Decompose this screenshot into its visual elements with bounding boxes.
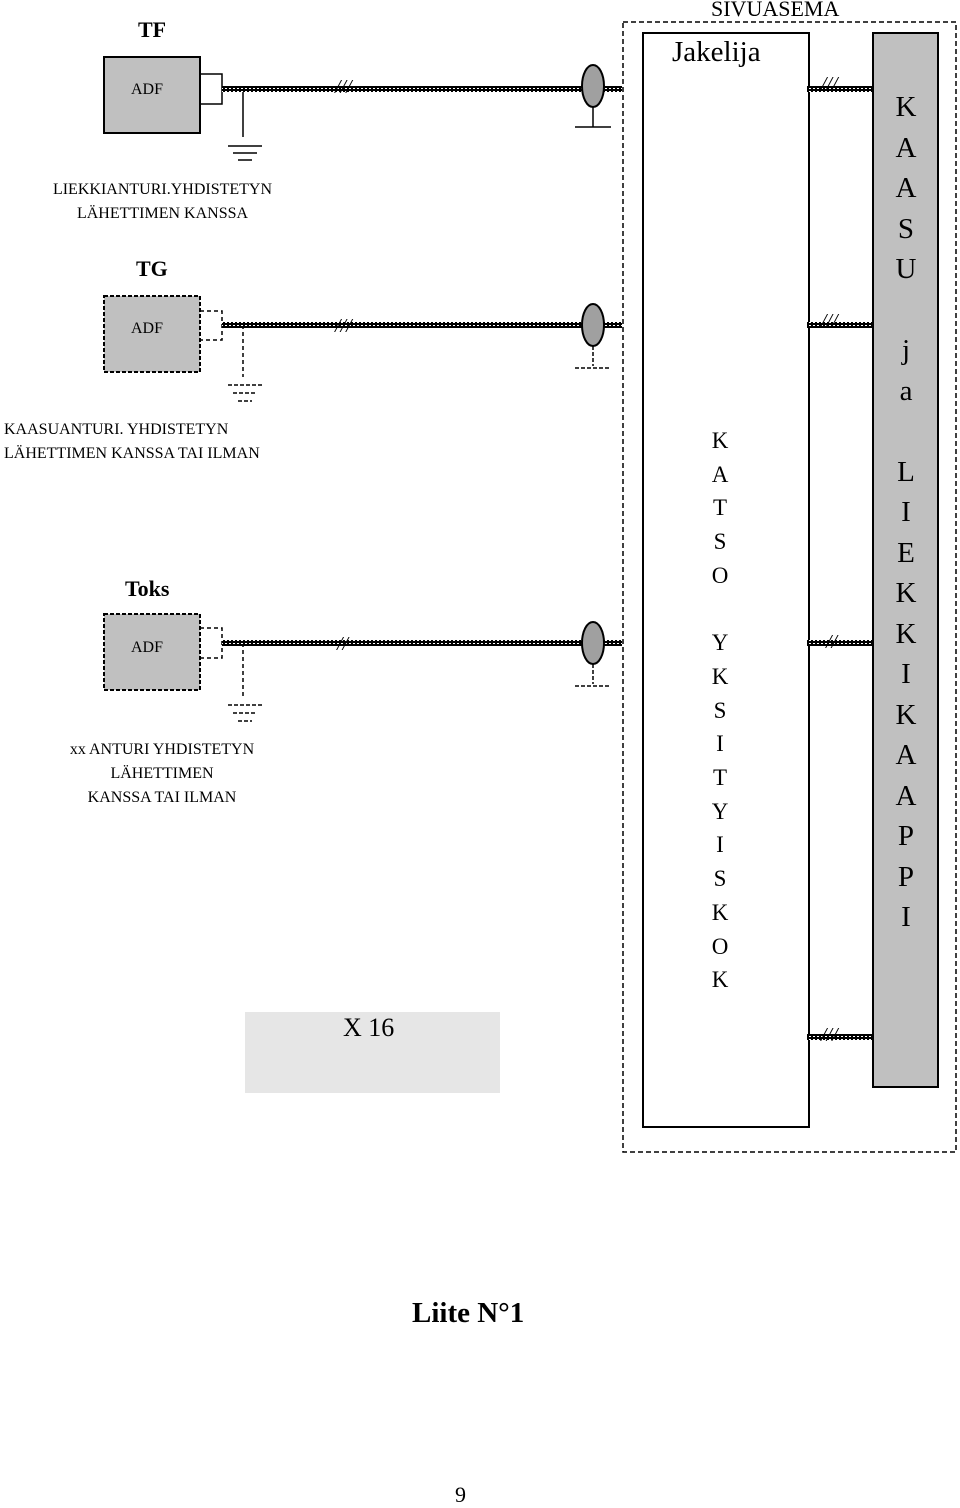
sensor-title: Toks — [125, 576, 170, 601]
cable-mark: // — [337, 633, 349, 655]
sensor-title: TG — [136, 256, 168, 281]
adf-label: ADF — [131, 320, 164, 337]
sensor-caption: LIEKKIANTURI.YHDISTETYN LÄHETTIMEN KANSS… — [52, 181, 273, 222]
ground-icon — [228, 704, 262, 722]
multiplier-box — [245, 1012, 500, 1093]
signal-cable — [222, 322, 622, 328]
control-panel — [872, 32, 939, 1088]
adf-label: ADF — [131, 639, 164, 656]
signal-cable — [222, 86, 622, 92]
sensor-tg — [103, 295, 622, 402]
distributor-box — [642, 32, 810, 1128]
sensor-caption: xx ANTURI YHDISTETYN LÄHETTIMEN KANSSA T… — [69, 741, 255, 806]
signal-cable — [222, 640, 622, 646]
distributor-vertical-text: K A T S O Y K S I T Y I S K O K — [711, 428, 729, 993]
panel-vertical-text: K A A S U j a L I E K K I K A A P P I — [895, 91, 917, 933]
adf-box — [103, 56, 201, 134]
cable-shield-icon — [575, 303, 611, 369]
ground-icon — [228, 145, 262, 161]
panel-cable — [807, 640, 873, 646]
adf-box — [103, 295, 201, 373]
panel-cable-mark: /// — [821, 73, 838, 95]
multiplier-label: X 16 — [343, 1013, 395, 1042]
cable-shield-icon — [575, 64, 611, 128]
panel-cable — [807, 1034, 873, 1040]
panel-cable — [807, 322, 873, 328]
station-title: SIVUASEMA — [711, 0, 840, 21]
connector-icon — [200, 310, 223, 341]
sensor-caption: KAASUANTURI. YHDISTETYN LÄHETTIMEN KANSS… — [4, 421, 260, 462]
panel-cable-mark: /// — [821, 1024, 838, 1046]
distributor-title: Jakelija — [672, 36, 761, 68]
cable-mark: /// — [335, 76, 352, 98]
adf-box — [103, 613, 201, 691]
cable-shield-icon — [575, 621, 611, 687]
ground-icon — [228, 384, 262, 402]
connector-icon — [200, 627, 223, 659]
adf-label: ADF — [131, 81, 164, 98]
panel-cable — [807, 86, 873, 92]
page-number: 9 — [455, 1482, 466, 1507]
panel-cable-mark: // — [826, 631, 838, 653]
station-outline — [622, 21, 957, 1153]
cable-mark: /// — [335, 315, 352, 337]
panel-cable-mark: /// — [821, 310, 838, 332]
sensor-toks — [103, 613, 622, 722]
sensor-title: TF — [138, 17, 167, 42]
appendix-label: Liite N°1 — [412, 1297, 525, 1329]
sensor-tf — [103, 56, 622, 161]
connector-icon — [200, 73, 223, 105]
